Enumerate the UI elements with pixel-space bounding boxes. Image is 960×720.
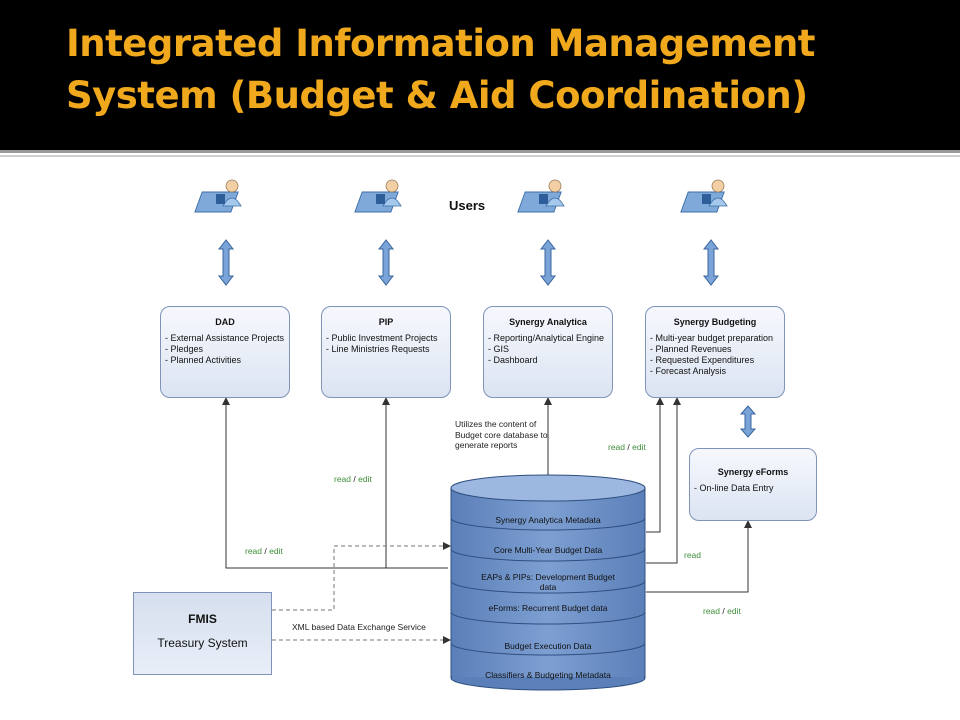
db-layer-label: eForms: Recurrent Budget data [488,603,608,613]
analytica-note: Utilizes the content of Budget core data… [455,419,548,450]
module-item: - Reporting/Analytical Engine [488,333,605,343]
user-workstation-icon [680,179,728,213]
title-line-2: System (Budget & Aid Coordination) [66,74,808,117]
dad-edge-label: read / edit [245,546,283,556]
fmis-xml-connector-1 [272,542,451,611]
divider [0,155,960,157]
module-item: - Pledges [165,344,204,354]
budget-core-database [450,474,646,691]
module-item: - External Assistance Projects [165,333,285,343]
pip-edge-label: read / edit [334,474,372,484]
budgeting-read-label: read [684,550,702,560]
user-workstation-icon [354,179,402,213]
title-line-1: Integrated Information Management [66,22,816,65]
module-title: Synergy eForms [717,467,789,477]
module-title: Synergy Budgeting [673,317,757,327]
db-layer-label: Core Multi-Year Budget Data [493,545,603,555]
double-arrow-icon [217,239,235,286]
dad-module: DAD - External Assistance Projects - Ple… [160,306,290,398]
db-layer-label: Budget Execution Data [504,641,592,651]
module-item: - On-line Data Entry [694,483,774,493]
module-item: - Planned Activities [165,355,242,365]
user-workstation-icon [517,179,565,213]
users-label: Users [449,198,486,213]
eforms-connector [646,520,752,593]
synergy-analytica-module: Synergy Analytica - Reporting/Analytical… [483,306,613,398]
double-arrow-icon [739,405,757,438]
synergy-eforms-module: Synergy eForms - On-line Data Entry [689,448,817,521]
divider [0,150,960,153]
double-arrow-icon [539,239,557,286]
module-item: - Public Investment Projects [326,333,438,343]
double-arrow-icon [702,239,720,286]
db-layer-label: EAPs & PIPs: Development Budget data [481,572,615,592]
pip-module: PIP - Public Investment Projects - Line … [321,306,451,398]
dad-connector [222,397,448,569]
budgeting-edge-label: read / edit [608,442,646,452]
module-title: PIP [378,317,394,327]
fmis-treasury-box: FMIS Treasury System [133,592,272,675]
db-layer-label: Synergy Analytica Metadata [495,515,601,525]
user-workstation-icon [194,179,242,213]
double-arrow-icon [377,239,395,286]
xml-exchange-label: XML based Data Exchange Service [292,622,426,632]
synergy-budgeting-module: Synergy Budgeting - Multi-year budget pr… [645,306,785,398]
module-item: - Line Ministries Requests [326,344,430,354]
module-item: - Forecast Analysis [650,366,727,376]
fmis-title: FMIS [188,612,217,626]
module-item: - Planned Revenues [650,344,732,354]
module-item: - Dashboard [488,355,538,365]
eforms-edge-label: read / edit [703,606,741,616]
module-item: - Multi-year budget preparation [650,333,774,343]
module-title: DAD [215,317,235,327]
module-title: Synergy Analytica [509,317,587,327]
budgeting-connector-1 [646,397,664,533]
db-layer-label: Classifiers & Budgeting Metadata [485,670,611,680]
title-bar [0,0,960,150]
fmis-subtitle: Treasury System [157,636,248,650]
module-item: - Requested Expenditures [650,355,755,365]
module-item: - GIS [488,344,510,354]
budgeting-connector-2 [646,397,681,564]
